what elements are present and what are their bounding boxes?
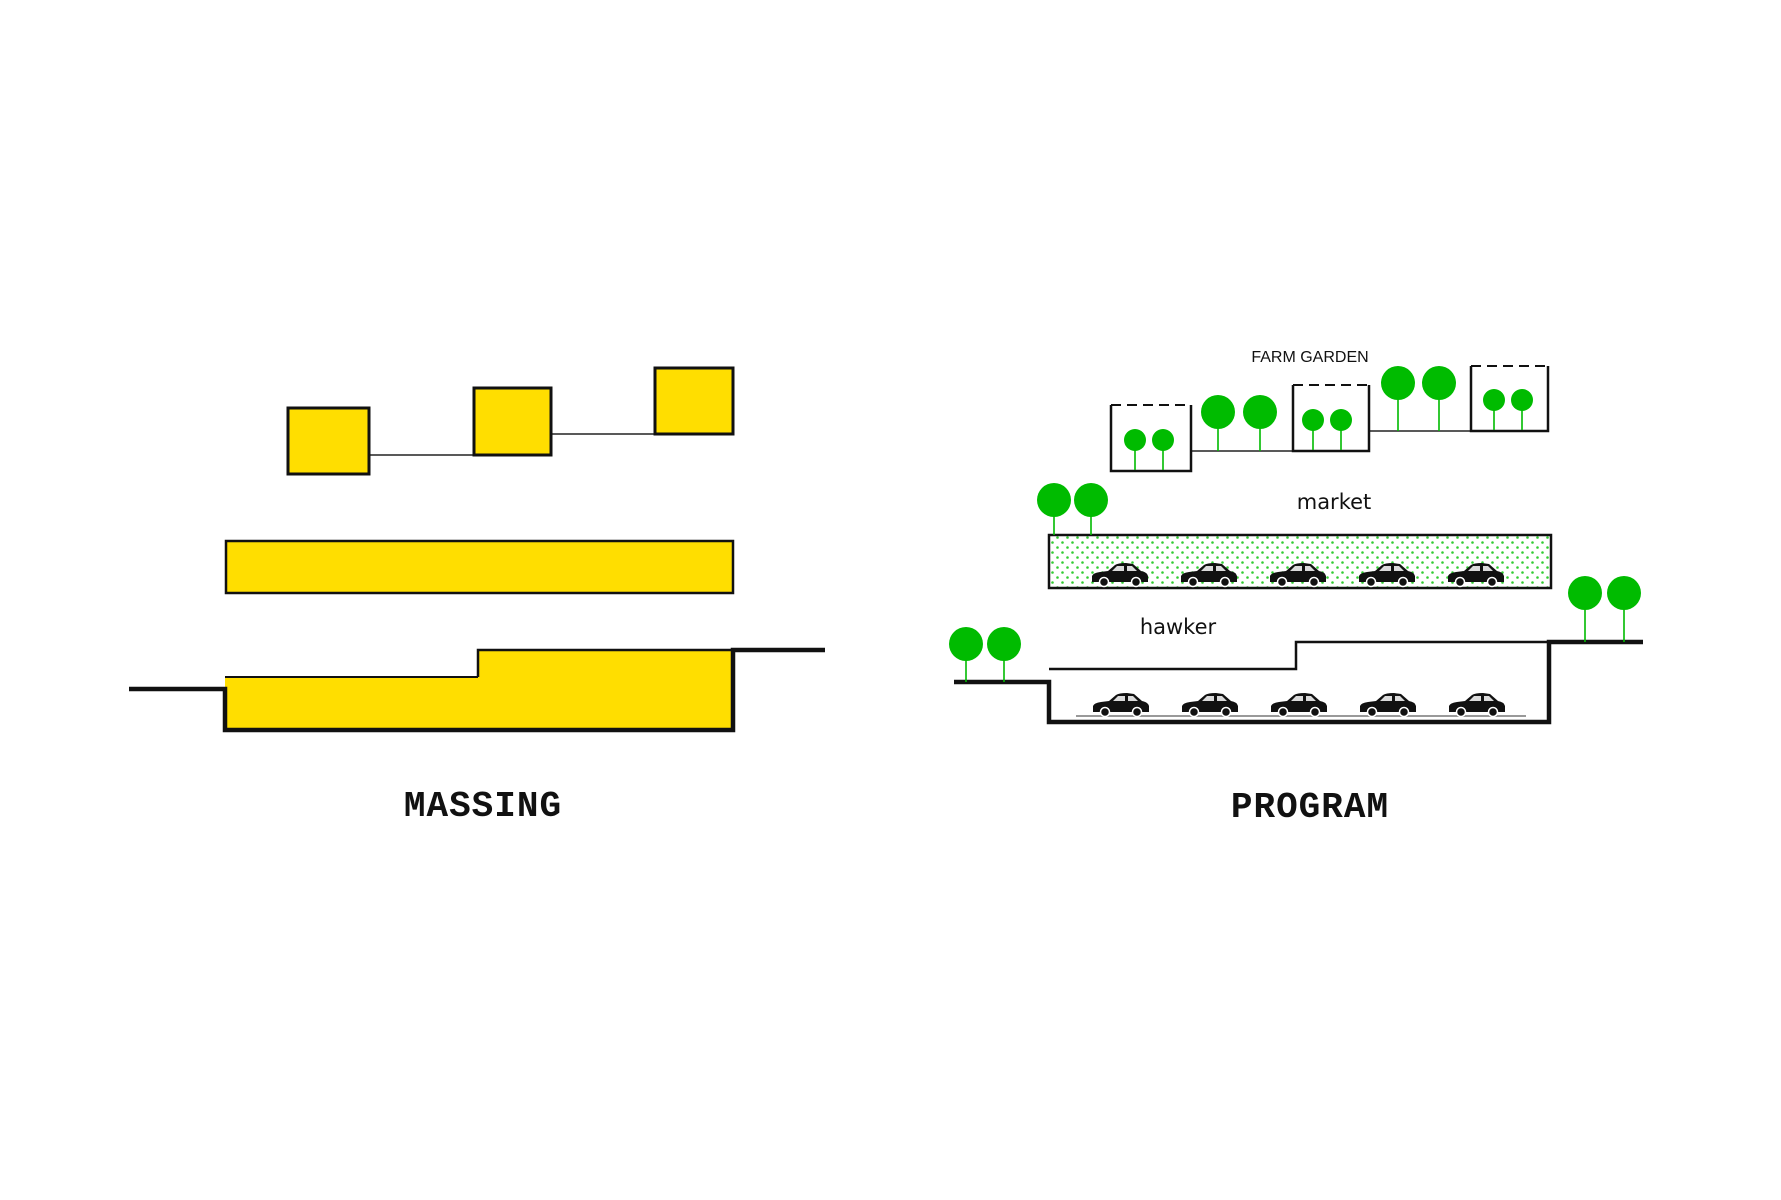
massing-base — [129, 647, 825, 733]
tree-icon — [1152, 429, 1174, 470]
massing-bar — [224, 539, 735, 595]
car-icon — [1181, 563, 1237, 588]
massing-top-boxes — [286, 366, 735, 476]
massing-base-fill — [225, 650, 733, 730]
car-icon — [1449, 693, 1505, 718]
hawker-trees — [949, 576, 1641, 682]
farm-box-1 — [1109, 405, 1193, 473]
car-icon — [1270, 563, 1326, 588]
car-icon — [1092, 563, 1148, 588]
massing-box-3 — [653, 366, 735, 436]
car-icon — [1271, 693, 1327, 718]
tree-icon — [1074, 483, 1108, 535]
tree-icon — [1483, 389, 1505, 430]
tree-icon — [1201, 395, 1235, 451]
farm-box-3 — [1469, 366, 1550, 433]
hawker-label: hawker — [1140, 615, 1217, 639]
massing-diagram: MASSING — [129, 366, 825, 827]
farm-garden-section: FARM GARDEN — [1109, 349, 1550, 473]
tree-icon — [987, 627, 1021, 682]
car-icon — [1448, 563, 1504, 588]
ground-line — [954, 639, 1643, 725]
tree-icon — [1381, 366, 1415, 431]
tree-icon — [1511, 389, 1533, 430]
tree-icon — [1243, 395, 1277, 451]
program-caption: PROGRAM — [1231, 787, 1389, 828]
tree-icon — [1568, 576, 1602, 642]
tree-icon — [949, 627, 983, 682]
massing-box-2 — [472, 386, 553, 457]
farm-box-2 — [1291, 385, 1371, 453]
market-trees — [1037, 483, 1108, 535]
tree-icon — [1422, 366, 1456, 431]
massing-caption: MASSING — [404, 786, 562, 827]
market-section: market — [1037, 483, 1553, 590]
massing-base-step — [476, 648, 733, 677]
tree-icon — [1302, 409, 1324, 450]
tree-icon — [1124, 429, 1146, 470]
ground-line — [129, 647, 825, 733]
hawker-roof — [1049, 640, 1549, 671]
car-icon — [1093, 693, 1149, 718]
car-icon — [1182, 693, 1238, 718]
program-diagram: FARM GARDEN market hawker — [949, 349, 1643, 828]
car-icon — [1360, 693, 1416, 718]
tree-icon — [1607, 576, 1641, 642]
farm-trees — [1124, 366, 1533, 470]
market-label: market — [1297, 490, 1372, 514]
massing-box-1 — [286, 406, 371, 476]
market-cars — [1092, 563, 1504, 588]
farm-garden-label: FARM GARDEN — [1251, 349, 1368, 366]
car-icon — [1359, 563, 1415, 588]
hawker-section: hawker — [949, 576, 1643, 725]
hawker-cars — [1093, 693, 1505, 718]
tree-icon — [1037, 483, 1071, 535]
tree-icon — [1330, 409, 1352, 450]
